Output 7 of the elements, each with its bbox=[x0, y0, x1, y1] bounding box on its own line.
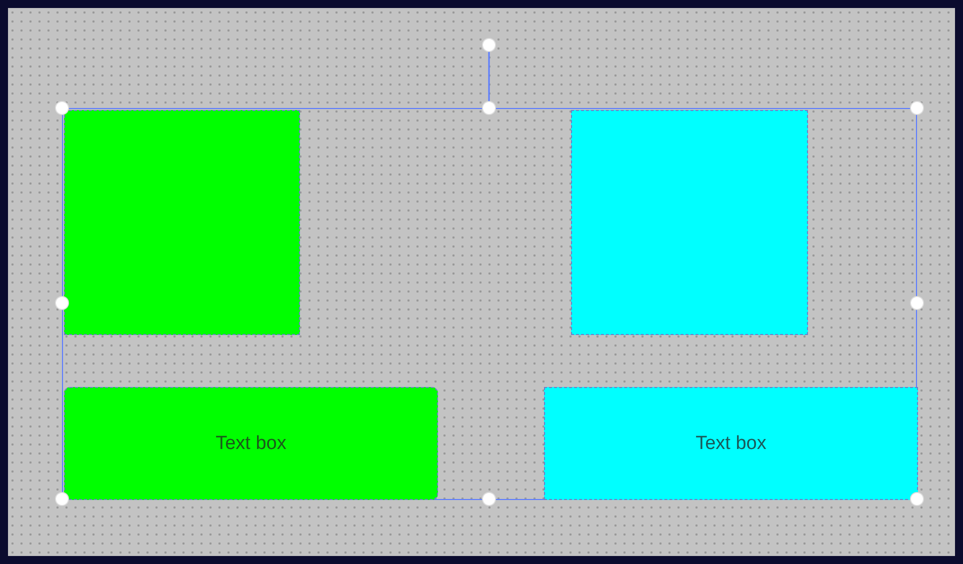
text-box bbox=[64, 387, 438, 500]
selection-frame bbox=[62, 108, 917, 500]
shape-rectangle bbox=[571, 110, 808, 335]
box-label: Text box bbox=[214, 432, 288, 454]
box-label: Text box bbox=[694, 432, 768, 454]
shape-rectangle bbox=[64, 110, 300, 335]
text-box bbox=[544, 387, 918, 500]
